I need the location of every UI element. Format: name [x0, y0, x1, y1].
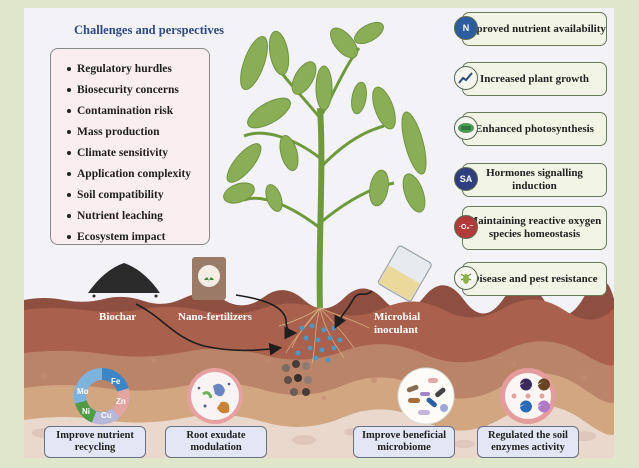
- diagram-panel: Fe Zn Cu Ni Mo: [24, 8, 614, 458]
- nano-fertilizers-label: Nano-fertilizers: [178, 311, 252, 323]
- bullet-icon: [67, 151, 71, 156]
- microbial-inoculant-label: Microbial inoculant: [374, 311, 421, 336]
- nitrogen-icon: N: [454, 16, 478, 40]
- challenges-box: Regulatory hurdles Biosecurity concerns …: [50, 48, 210, 245]
- effect-nutrient-recycling: Improve nutrient recycling: [44, 426, 146, 458]
- superoxide-icon: ·O₂⁻: [454, 215, 478, 239]
- challenges-list: Regulatory hurdles Biosecurity concerns …: [51, 49, 209, 248]
- roots: [278, 307, 370, 364]
- benefit-nutrient-availability: Improved nutrient availability: [462, 12, 607, 46]
- benefit-disease-resistance: Disease and pest resistance: [462, 262, 607, 296]
- microbial-inoculant-beaker: [377, 245, 432, 302]
- bullet-icon: [67, 109, 71, 114]
- challenge-item: Climate sensitivity: [67, 143, 209, 164]
- nutrient-cycle-icon: Fe Zn Cu Ni Mo: [74, 368, 130, 425]
- challenge-item: Mass production: [67, 122, 209, 143]
- challenge-item: Soil compatibility: [67, 185, 209, 206]
- challenge-item: Contamination risk: [67, 101, 209, 122]
- cycle-label-fe: Fe: [111, 377, 121, 386]
- bullet-icon: [67, 214, 71, 219]
- challenge-item: Application complexity: [67, 164, 209, 185]
- cycle-label-zn: Zn: [116, 397, 126, 406]
- inoculant-arrow: [334, 290, 373, 329]
- cycle-label-mo: Mo: [77, 387, 89, 396]
- soil-enzymes-icon: [500, 368, 556, 424]
- cycle-label-ni: Ni: [82, 407, 90, 416]
- challenge-item: Nutrient leaching: [67, 206, 209, 227]
- biochar-pile: [88, 263, 160, 298]
- tomato-plant: [223, 21, 427, 396]
- bullet-icon: [67, 172, 71, 177]
- benefit-photosynthesis: Enhanced photosynthesis: [462, 112, 607, 146]
- fertilizer-arrow: [235, 294, 298, 340]
- benefit-plant-growth: Increased plant growth: [462, 62, 607, 96]
- bullet-icon: [67, 193, 71, 198]
- challenge-item: Regulatory hurdles: [67, 59, 209, 80]
- benefit-ros-homeostasis: Maintaining reactive oxygen species home…: [462, 206, 607, 250]
- nano-fertilizer-bag: [192, 257, 226, 300]
- insect-icon: [454, 266, 478, 290]
- effect-root-exudate: Root exudate modulation: [165, 426, 267, 458]
- root-exudate-icon: [187, 368, 243, 424]
- effect-beneficial-microbiome: Improve beneficial microbiome: [353, 426, 455, 458]
- challenges-title: Challenges and perspectives: [74, 23, 224, 37]
- bullet-icon: [67, 235, 71, 240]
- bullet-icon: [67, 67, 71, 72]
- bullet-icon: [67, 88, 71, 93]
- growth-trend-icon: [454, 66, 478, 90]
- benefit-hormone-signalling: Hormones signalling induction: [462, 163, 607, 197]
- biochar-label: Biochar: [99, 311, 137, 323]
- effect-soil-enzymes: Regulated the soil enzymes activity: [477, 426, 579, 458]
- biochar-arrow: [135, 303, 283, 356]
- challenge-item: Biosecurity concerns: [67, 80, 209, 101]
- biochar-particles: [282, 360, 312, 396]
- challenge-item: Ecosystem impact: [67, 227, 209, 248]
- cycle-label-cu: Cu: [101, 411, 112, 420]
- chloroplast-icon: [454, 116, 478, 140]
- microbiome-icon: [397, 367, 455, 425]
- salicylic-acid-icon: SA: [454, 167, 478, 191]
- bullet-icon: [67, 130, 71, 135]
- nutrient-particles: [295, 323, 343, 363]
